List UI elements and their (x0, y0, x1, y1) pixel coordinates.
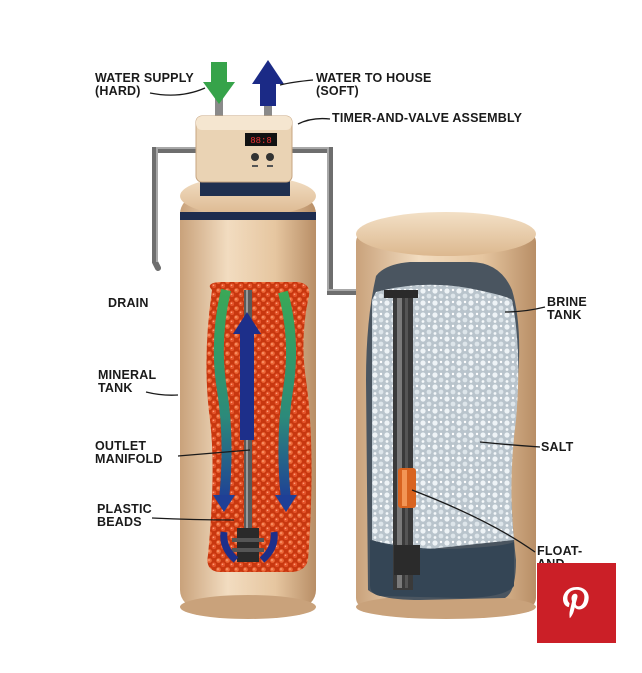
label-salt: SALT (541, 441, 574, 454)
label-line: MANIFOLD (95, 452, 163, 466)
label-line: BEADS (97, 515, 142, 529)
pinterest-share-button[interactable] (537, 563, 616, 643)
water-to-house-arrow-icon (252, 60, 284, 106)
label-outlet-manifold: OUTLET MANIFOLD (95, 440, 163, 466)
label-water-to-house: WATER TO HOUSE (SOFT) (316, 72, 432, 98)
label-line: DRAIN (108, 296, 149, 310)
label-line: TIMER-AND-VALVE ASSEMBLY (332, 111, 523, 125)
timer-valve-assembly: 88:8 (195, 115, 293, 196)
pinterest-icon (562, 587, 589, 619)
label-line: SALT (541, 440, 574, 454)
label-line: WATER TO HOUSE (316, 71, 432, 85)
brine-tank (356, 212, 536, 619)
svg-text:88:8: 88:8 (250, 136, 272, 146)
label-drain: DRAIN (108, 297, 149, 310)
label-line: MINERAL (98, 368, 157, 382)
label-line: FLOAT- (537, 544, 583, 558)
label-line: (SOFT) (316, 84, 359, 98)
label-brine-tank: BRINE TANK (547, 296, 587, 322)
label-line: TANK (98, 381, 133, 395)
label-timer-valve: TIMER-AND-VALVE ASSEMBLY (332, 112, 522, 125)
mineral-tank (180, 176, 316, 619)
label-plastic-beads: PLASTIC BEADS (97, 503, 152, 529)
label-water-supply: WATER SUPPLY (HARD) (95, 72, 194, 98)
label-line: TANK (547, 308, 582, 322)
water-supply-arrow-icon (203, 62, 235, 104)
pipes (152, 147, 359, 295)
label-line: (HARD) (95, 84, 141, 98)
label-line: OUTLET (95, 439, 147, 453)
label-line: PLASTIC (97, 502, 152, 516)
label-mineral-tank: MINERAL TANK (98, 369, 156, 395)
label-line: WATER SUPPLY (95, 71, 194, 85)
label-line: BRINE (547, 295, 587, 309)
